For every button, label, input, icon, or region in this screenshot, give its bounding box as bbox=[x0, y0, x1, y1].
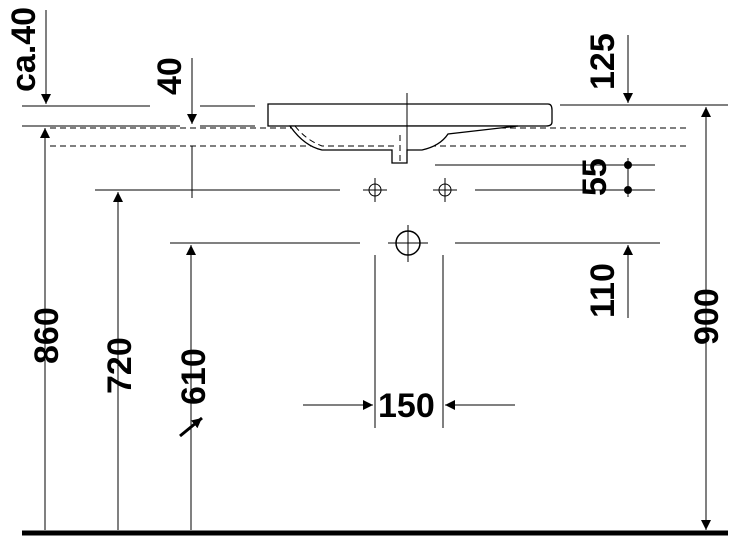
dim-label-40: 40 bbox=[151, 57, 189, 95]
dim-label-110: 110 bbox=[584, 263, 622, 318]
dim-label-55: 55 bbox=[576, 158, 614, 196]
tap-holes bbox=[363, 178, 457, 202]
dim-label-ca40: ca.40 bbox=[5, 7, 43, 92]
dim-label-720: 720 bbox=[101, 337, 139, 394]
dim-label-125: 125 bbox=[584, 33, 622, 90]
extension-lines bbox=[22, 104, 728, 244]
dim-label-610: 610 bbox=[175, 348, 213, 405]
washbasin-profile bbox=[267, 93, 553, 164]
dashed-lines bbox=[50, 127, 688, 147]
dimension-labels: ca.40 40 125 55 860 720 610 110 900 150 bbox=[5, 7, 726, 425]
dim-label-900: 900 bbox=[688, 288, 726, 345]
dim-label-860: 860 bbox=[28, 307, 66, 364]
dim-label-150: 150 bbox=[378, 387, 435, 425]
waste-outlet bbox=[388, 225, 428, 262]
dimension-lines bbox=[40, 10, 711, 530]
